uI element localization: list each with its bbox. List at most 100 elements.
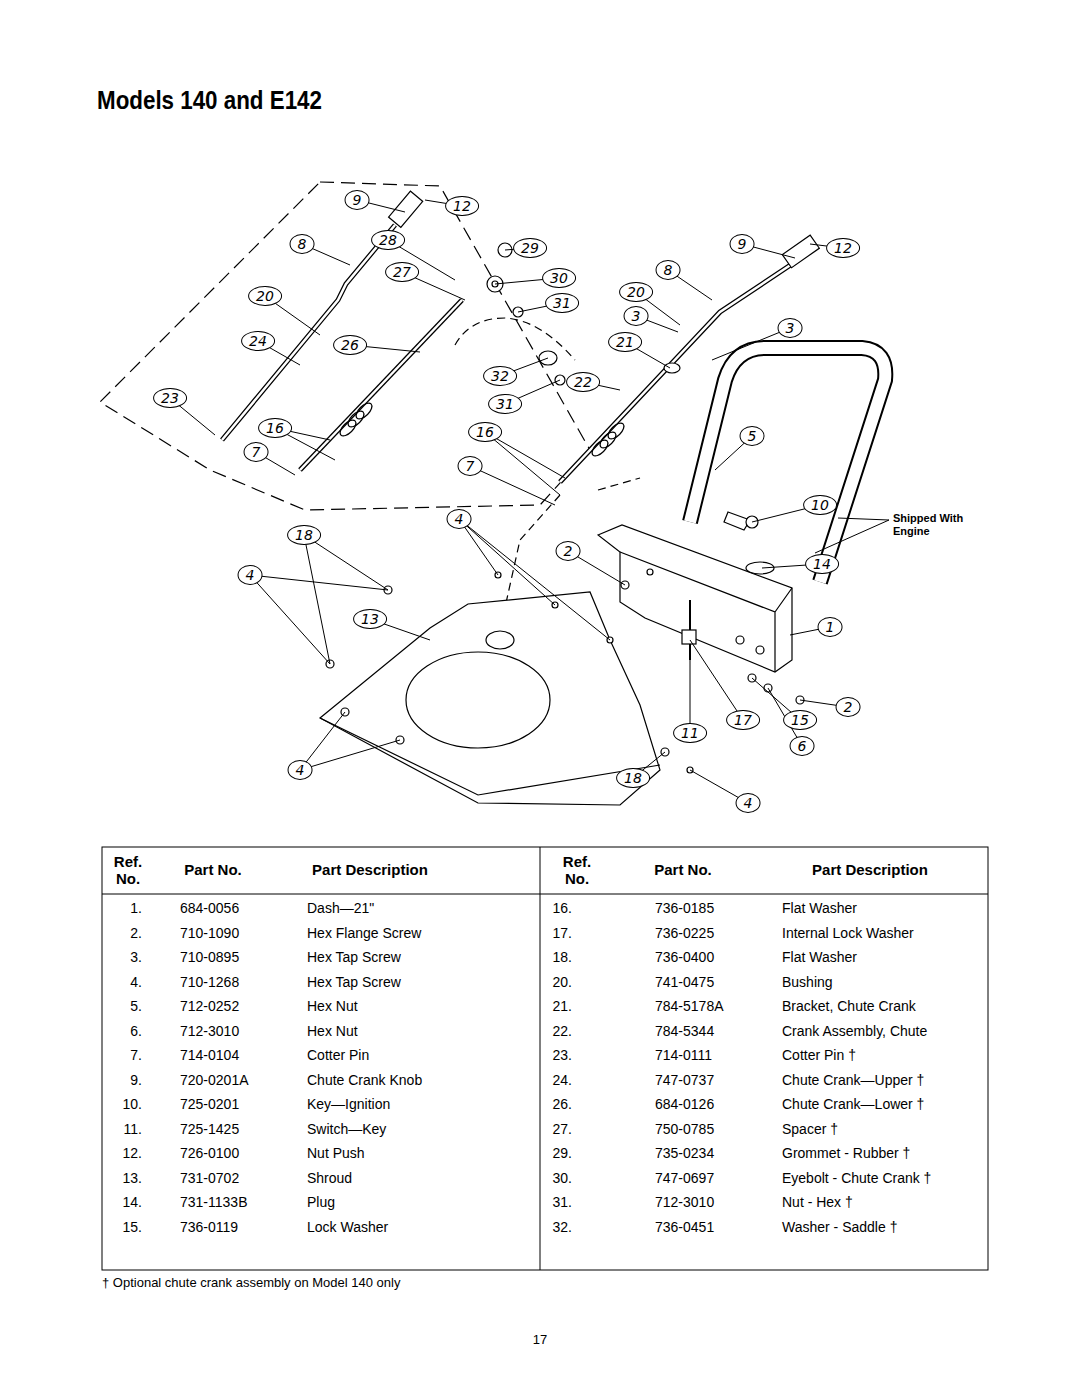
table-header: Part No. xyxy=(654,861,712,878)
table-cell: 14. xyxy=(102,1194,142,1210)
callout-number: 14 xyxy=(805,554,839,574)
callout-number: 8 xyxy=(290,234,315,254)
table-cell: 11. xyxy=(102,1121,142,1137)
crank-spiral xyxy=(589,420,626,458)
table-cell: 31. xyxy=(536,1194,572,1210)
table-cell: Key—Ignition xyxy=(307,1096,390,1112)
leader-line xyxy=(470,466,555,505)
optional-assembly-outline xyxy=(100,182,590,510)
dash-panel xyxy=(598,525,792,672)
table-header: Part Description xyxy=(812,861,928,878)
table-cell: Cotter Pin † xyxy=(782,1047,856,1063)
table-cell: Hex Flange Screw xyxy=(307,925,421,941)
callout-number: 9 xyxy=(730,234,755,254)
callout-number: 28 xyxy=(371,230,405,250)
leader-line xyxy=(304,535,330,664)
table-cell: 10. xyxy=(102,1096,142,1112)
table-cell: 15. xyxy=(102,1219,142,1235)
callout-number: 18 xyxy=(616,768,650,788)
callout-number: 15 xyxy=(783,710,817,730)
lower-crank-rod xyxy=(300,300,462,470)
table-cell: 6. xyxy=(102,1023,142,1039)
table-cell: 725-1425 xyxy=(180,1121,239,1137)
callout-number: 30 xyxy=(542,268,576,288)
table-cell: 22. xyxy=(536,1023,572,1039)
table-cell: 684-0126 xyxy=(655,1096,714,1112)
chute-outline xyxy=(455,318,575,360)
table-cell: Switch—Key xyxy=(307,1121,386,1137)
callout-number: 7 xyxy=(458,456,483,476)
table-cell: 747-0737 xyxy=(655,1072,714,1088)
callout-number: 29 xyxy=(513,238,547,258)
callout-number: 10 xyxy=(803,495,837,515)
table-cell: 21. xyxy=(536,998,572,1014)
table-cell: 3. xyxy=(102,949,142,965)
table-cell: 784-5344 xyxy=(655,1023,714,1039)
table-cell: 26. xyxy=(536,1096,572,1112)
table-cell: 710-0895 xyxy=(180,949,239,965)
table-cell: 736-0400 xyxy=(655,949,714,965)
table-cell: Flat Washer xyxy=(782,949,857,965)
callout-number: 4 xyxy=(447,509,472,529)
leader-line xyxy=(300,740,400,770)
table-header: Part Description xyxy=(312,861,428,878)
table-cell: 747-0697 xyxy=(655,1170,714,1186)
leader-lines xyxy=(170,200,889,803)
leader-line xyxy=(459,519,610,640)
table-cell: 731-0702 xyxy=(180,1170,239,1186)
leader-line xyxy=(838,518,889,520)
table-cell: Bushing xyxy=(782,974,833,990)
lower-crank-rod-inner xyxy=(300,300,462,470)
table-cell: Hex Tap Screw xyxy=(307,974,401,990)
table-cell: Cotter Pin xyxy=(307,1047,369,1063)
table-cell: Eyebolt - Chute Crank † xyxy=(782,1170,931,1186)
exploded-view xyxy=(100,182,885,805)
crank-bracket xyxy=(664,363,680,373)
shroud-opening xyxy=(406,652,550,748)
table-cell: 710-1090 xyxy=(180,925,239,941)
leader-line xyxy=(459,519,555,605)
callout-number: 4 xyxy=(288,760,313,780)
table-cell: 712-0252 xyxy=(180,998,239,1014)
table-header: Part No. xyxy=(184,861,242,878)
chute-crank-rod-inner xyxy=(560,262,795,482)
crank-spiral xyxy=(337,400,374,438)
callout-number: 17 xyxy=(726,710,760,730)
table-cell: Hex Nut xyxy=(307,998,358,1014)
callout-number: 13 xyxy=(353,609,387,629)
leader-line xyxy=(485,432,560,495)
table-cell: Dash—21" xyxy=(307,900,374,916)
callout-number: 27 xyxy=(385,262,419,282)
table-cell: 714-0111 xyxy=(655,1047,712,1063)
upper-crank-rod xyxy=(222,225,395,440)
table-cell: 735-0234 xyxy=(655,1145,714,1161)
table-cell: 27. xyxy=(536,1121,572,1137)
callout-number: 16 xyxy=(468,422,502,442)
table-cell: Spacer † xyxy=(782,1121,838,1137)
shroud-hole xyxy=(486,631,514,649)
table-cell: 16. xyxy=(536,900,572,916)
leader-line xyxy=(690,640,743,720)
table-cell: 684-0056 xyxy=(180,900,239,916)
table-cell: 712-3010 xyxy=(655,1194,714,1210)
table-cell: 2. xyxy=(102,925,142,941)
table-cell: Crank Assembly, Chute xyxy=(782,1023,927,1039)
table-cell: 714-0104 xyxy=(180,1047,239,1063)
table-cell: 13. xyxy=(102,1170,142,1186)
chute-crank-rod xyxy=(560,262,795,482)
callout-number: 26 xyxy=(333,335,367,355)
upper-crank-rod-inner xyxy=(222,225,395,440)
table-cell: 720-0201A xyxy=(180,1072,249,1088)
table-cell: 23. xyxy=(536,1047,572,1063)
screws xyxy=(326,572,693,773)
footnote: † Optional chute crank assembly on Model… xyxy=(102,1276,400,1291)
callout-number: 5 xyxy=(740,426,765,446)
callout-number: 3 xyxy=(624,306,649,326)
table-cell: Grommet - Rubber † xyxy=(782,1145,910,1161)
table-cell: 9. xyxy=(102,1072,142,1088)
table-cell: 20. xyxy=(536,974,572,990)
table-cell: 736-0185 xyxy=(655,900,714,916)
callout-number: 23 xyxy=(153,388,187,408)
table-cell: 725-0201 xyxy=(180,1096,239,1112)
